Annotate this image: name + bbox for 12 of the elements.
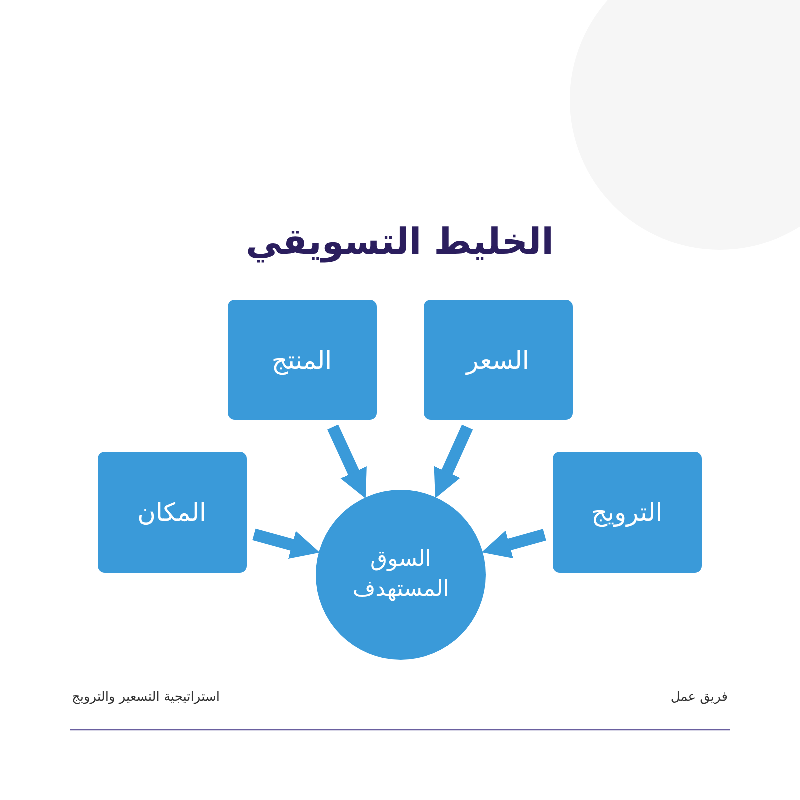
- title: الخليط التسويقي: [246, 222, 554, 263]
- arrow: [434, 424, 474, 498]
- element-box: المنتج: [228, 300, 376, 420]
- target-circle: السوق المستهدف: [316, 490, 486, 660]
- element-box: السعر: [424, 300, 572, 420]
- element-box: المكان: [98, 452, 246, 572]
- arrow: [252, 528, 320, 559]
- arrow: [328, 424, 367, 499]
- footer-text: فريق عمل: [670, 690, 728, 705]
- element-box: الترويج: [552, 452, 702, 572]
- arrow: [482, 529, 546, 559]
- footer-text: استراتيجية التسعير والترويج: [72, 690, 220, 705]
